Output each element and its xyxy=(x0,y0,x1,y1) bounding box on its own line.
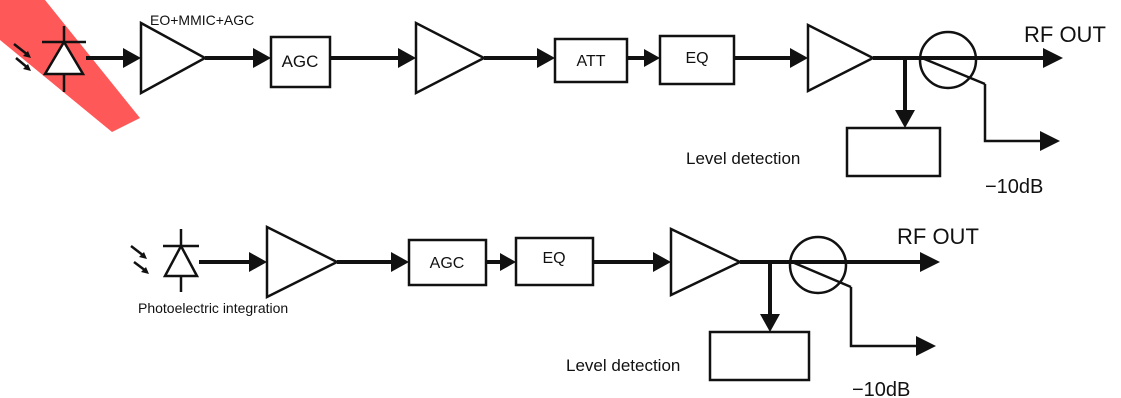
amplifier-triangle-icon xyxy=(414,20,487,96)
agc-block-label: AGC xyxy=(430,255,465,272)
level-detection-label: Level detection xyxy=(566,356,680,375)
tap-output-wire xyxy=(983,84,1040,143)
eq-block-label: EQ xyxy=(685,50,708,67)
directional-coupler-icon xyxy=(788,235,852,295)
amplifier-triangle-icon xyxy=(139,20,208,96)
photodiode-label: Photoelectric integration xyxy=(138,300,288,316)
rf-out-arrow-icon xyxy=(1043,48,1063,68)
tap-output-label: −10dB xyxy=(985,176,1043,198)
signal-chain-2: Photoelectric integration AGC EQ xyxy=(130,224,979,398)
rf-out-arrow-icon xyxy=(920,252,940,272)
att-block-label: ATT xyxy=(576,53,605,70)
arrow-head-icon xyxy=(500,253,516,271)
eq-block xyxy=(514,236,595,287)
tap-output-wire xyxy=(849,287,916,348)
arrow-head-icon xyxy=(653,252,671,272)
header-label: EO+MMIC+AGC xyxy=(150,12,254,28)
arrow-head-icon xyxy=(760,314,780,332)
att-block xyxy=(553,37,629,84)
amplifier-triangle-icon xyxy=(806,22,876,94)
directional-coupler-icon xyxy=(918,30,986,90)
amplifier-triangle-icon xyxy=(669,227,743,297)
arrow-head-icon xyxy=(398,48,416,68)
rf-out-label: RF OUT xyxy=(1024,22,1106,47)
photodiode-icon xyxy=(130,229,200,292)
arrow-head-icon xyxy=(253,48,271,68)
level-detection-block xyxy=(708,330,811,382)
level-detection-label: Level detection xyxy=(686,149,800,168)
arrow-head-icon xyxy=(123,48,141,68)
level-detection-block xyxy=(845,126,942,178)
arrow-head-icon xyxy=(644,49,660,67)
arrow-head-icon xyxy=(249,252,267,272)
tap-output-arrow-icon xyxy=(916,336,936,356)
arrow-head-icon xyxy=(895,110,915,128)
arrow-head-icon xyxy=(790,48,808,68)
tap-output-arrow-icon xyxy=(1040,131,1060,151)
arrow-head-icon xyxy=(537,48,555,68)
agc-block xyxy=(407,238,488,287)
agc-block xyxy=(269,35,332,89)
eq-block-label: EQ xyxy=(542,250,565,267)
arrow-head-icon xyxy=(391,252,409,272)
rf-out-label: RF OUT xyxy=(897,224,979,249)
photodiode-icon xyxy=(13,26,86,92)
signal-chain-1: EO+MMIC+AGC AGC ATT EQ xyxy=(13,12,1106,198)
tap-output-label: −10dB xyxy=(852,379,910,398)
amplifier-triangle-icon xyxy=(265,224,340,300)
agc-block-label: AGC xyxy=(282,52,319,71)
